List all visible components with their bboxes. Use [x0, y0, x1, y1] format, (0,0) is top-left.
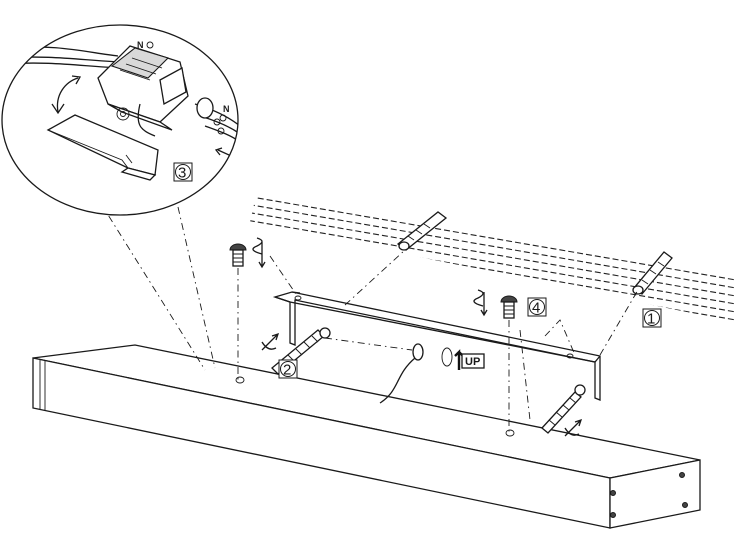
mounting-screw-left: [229, 243, 247, 267]
ceiling-anchor-right: [632, 251, 673, 295]
ceiling-hatch-line: [250, 274, 735, 322]
step-label-2: 2: [278, 359, 298, 379]
ceiling-hatch-line: [250, 306, 735, 322]
up-label: UP: [465, 356, 480, 368]
step-label-1: 1: [642, 308, 662, 328]
ceiling-anchor-left: [396, 211, 448, 251]
ceiling-hatch-line: [250, 218, 735, 305]
ceiling-hatch-line: [250, 202, 735, 289]
step-number: 2: [283, 362, 291, 379]
wire-label-neutral: N: [137, 40, 144, 50]
luminaire-body: [32, 344, 701, 529]
wall-anchor-screw-right: [541, 384, 586, 434]
guide-lines: [99, 201, 639, 433]
wire-label-neutral: N: [223, 104, 230, 114]
step-number: 1: [647, 311, 655, 328]
rotate-arrow-icon: [252, 237, 266, 269]
mounting-bracket: [272, 291, 601, 401]
up-marker: UP: [454, 349, 485, 370]
step-number: 3: [178, 165, 186, 182]
ceiling-hatch-line: [250, 210, 735, 297]
rotate-arrow-icon: [261, 332, 280, 351]
step-number: 4: [532, 300, 540, 317]
rotate-arrow-icon: [564, 418, 583, 437]
mounting-screw-right: [500, 295, 518, 319]
step-label-4: 4: [527, 297, 547, 317]
step-label-3: 3: [173, 162, 193, 182]
detail-terminal-block: N N: [1, 24, 239, 216]
power-cable: [379, 343, 453, 404]
rotate-arrow-icon: [473, 289, 488, 317]
ceiling-hatch-line: [250, 282, 735, 322]
